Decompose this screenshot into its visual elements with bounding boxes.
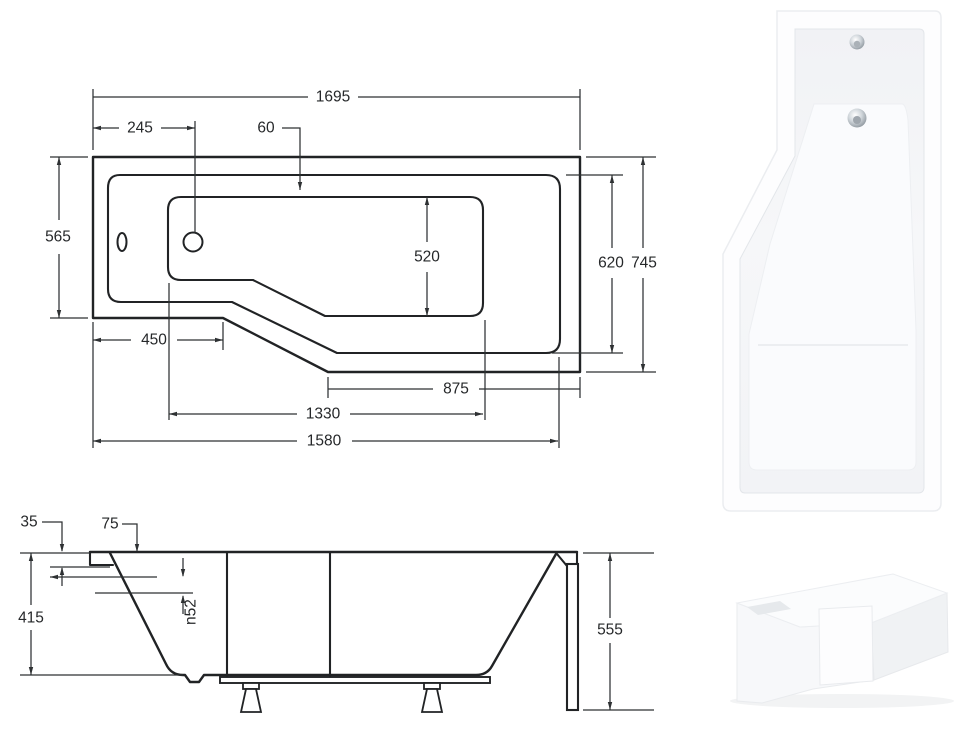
chrome-waste-fitting-center xyxy=(853,116,861,124)
drain-hole xyxy=(182,231,204,253)
dim-shower-edge-label: 875 xyxy=(443,381,469,398)
dim-left-edge-length-label: 450 xyxy=(141,332,167,349)
dim-waste-diameter-label: n52 xyxy=(183,599,200,625)
chrome-overflow-fitting-center xyxy=(853,40,861,48)
panel-joint-lines xyxy=(225,551,332,679)
foot-right xyxy=(420,682,444,713)
bathtub-outer-outline xyxy=(91,155,582,374)
side-view: 35 75 415 n52 555 xyxy=(18,514,654,713)
top-view-dimension-lines xyxy=(58,96,644,442)
dim-tap-offset-label: 245 xyxy=(127,120,153,137)
top-view-extension-lines xyxy=(50,89,656,448)
side-view-dimension-lines xyxy=(20,521,654,711)
side-view-arrowheads xyxy=(28,544,613,710)
basin-outline xyxy=(166,195,485,318)
dim-inner-length-label: 1580 xyxy=(307,433,342,450)
dim-left-end-width-label: 565 xyxy=(45,229,71,246)
dim-rim-ledge-label: 75 xyxy=(101,516,118,533)
product-shadow xyxy=(730,694,954,708)
dim-total-height-label: 555 xyxy=(597,622,623,639)
dim-rim-lip-label: 35 xyxy=(20,514,37,531)
overflow-hole xyxy=(116,232,128,252)
dim-depth-label: 415 xyxy=(18,610,44,627)
tub-3d-top-face xyxy=(735,573,949,628)
dim-basin-length-label: 1330 xyxy=(306,406,341,423)
product-photo-top-view xyxy=(722,10,942,512)
tub-3d-basin-recess xyxy=(747,601,791,615)
dim-rim-width-label: 60 xyxy=(257,120,275,137)
top-view-arrowheads xyxy=(56,125,646,444)
side-right-leg xyxy=(565,562,580,712)
tub-top-basin-floor xyxy=(748,103,917,471)
side-profile-left-lip xyxy=(88,550,115,567)
waste-hole-lines xyxy=(50,566,193,594)
top-view: 1695 245 60 565 520 620 745 450 875 1330… xyxy=(45,89,657,450)
side-right-leg-connector xyxy=(555,552,569,568)
foot-left xyxy=(239,682,263,713)
tub-3d-front-panel-inset xyxy=(818,605,874,686)
dim-basin-width-label: 520 xyxy=(414,249,440,266)
dim-overall-length-label: 1695 xyxy=(316,89,350,106)
product-photo-3d-view xyxy=(730,573,954,708)
bathtub-rim-outline xyxy=(106,173,562,355)
dim-right-end-width-label: 745 xyxy=(631,255,657,272)
side-profile-bottom xyxy=(108,551,558,684)
support-baseboard xyxy=(219,676,491,684)
dim-right-inner-width-label: 620 xyxy=(598,255,624,272)
